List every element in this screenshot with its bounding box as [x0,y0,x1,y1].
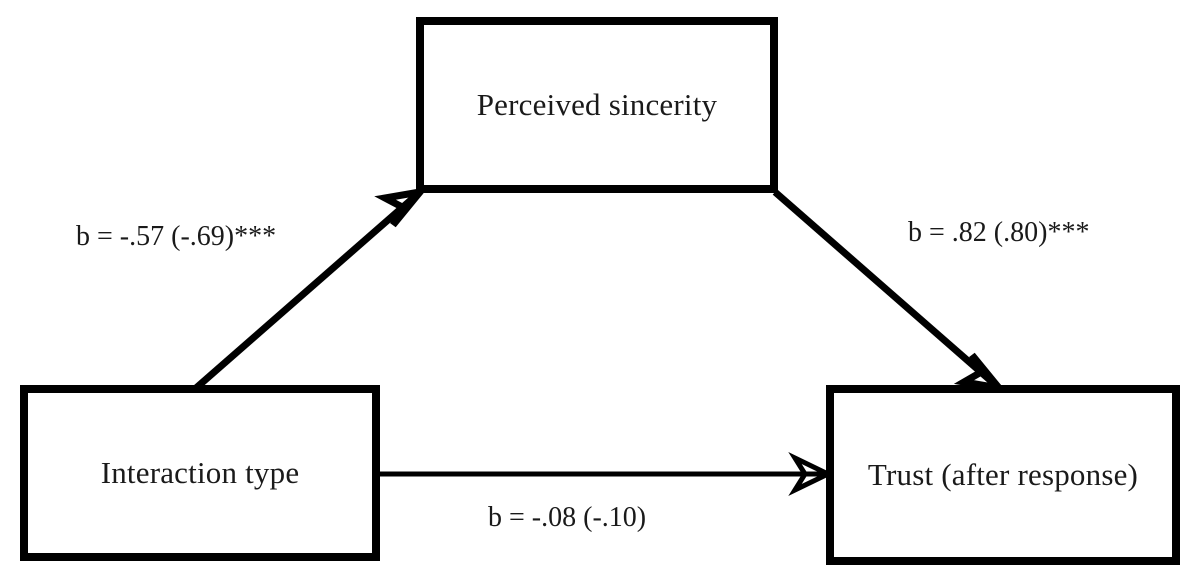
node-label-perceived-sincerity: Perceived sincerity [476,86,718,122]
arrow-c-prime-path [380,451,834,497]
node-box-trust-after-response: Trust (after response) [826,385,1180,565]
path-label-b-path: b = .82 (.80)*** [908,217,1090,248]
node-box-interaction-type: Interaction type [20,385,380,561]
node-label-interaction-type: Interaction type [100,454,300,490]
arrow-b-path [772,189,1008,394]
node-label-trust-after-response: Trust (after response) [867,456,1139,492]
node-box-perceived-sincerity: Perceived sincerity [416,17,778,193]
path-label-a-path: b = -.57 (-.69)*** [76,221,277,252]
path-label-c-prime-path: b = -.08 (-.10) [488,502,647,533]
arrow-a-path [193,186,429,391]
